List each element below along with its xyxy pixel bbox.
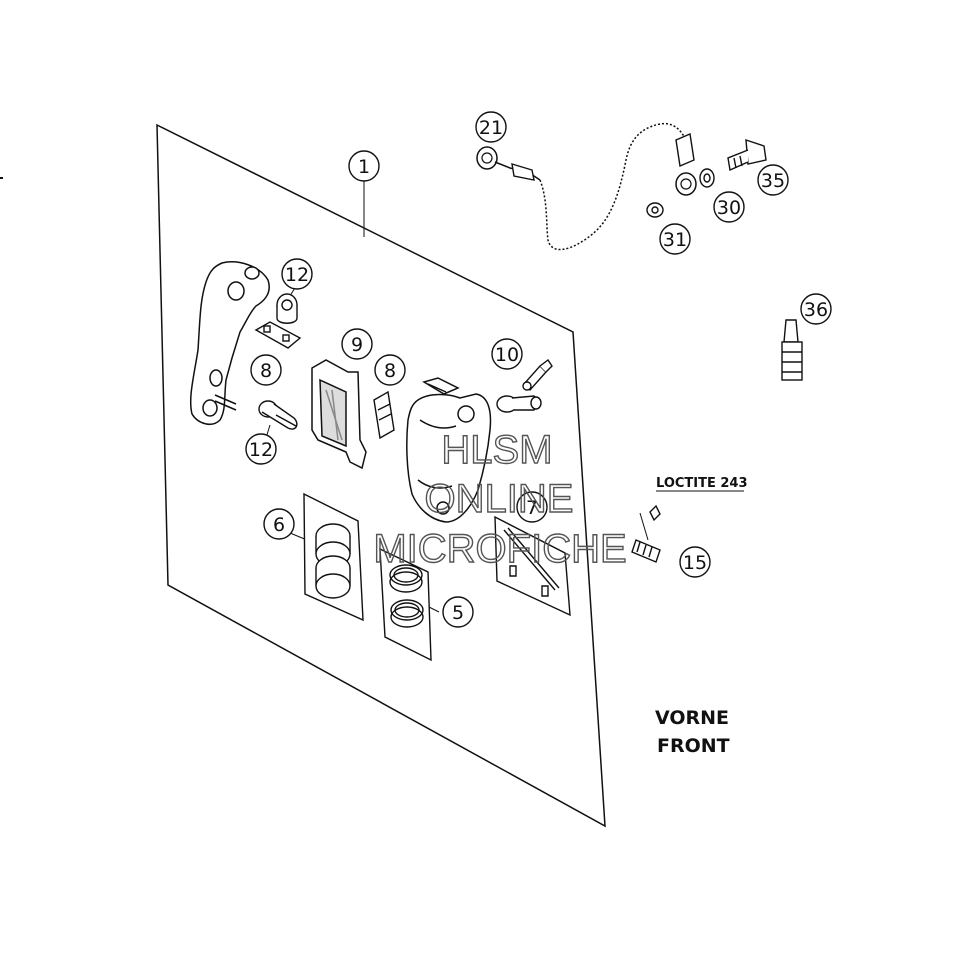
kit-sheet: [156, 123, 606, 828]
seal-kit: [379, 547, 432, 662]
brake-line: [476, 122, 697, 251]
callout-number: 6: [273, 514, 285, 536]
callout-number: 7: [526, 497, 538, 519]
bleeder-valve: [522, 358, 553, 392]
caliper-bracket: [189, 261, 270, 425]
callout-circle: [516, 491, 548, 523]
callout-number: 30: [717, 197, 741, 219]
mounting-bolt: [631, 504, 661, 563]
watermark-line-3: MICROFICHE: [373, 527, 626, 571]
callout-circle: [800, 293, 832, 325]
callout-number: 10: [495, 344, 519, 366]
callout-circle: [250, 354, 282, 386]
callout-circle: [281, 258, 313, 290]
watermark-line-1: HLSM: [441, 428, 552, 472]
pad-retainer: [373, 390, 395, 440]
callout-number: 15: [683, 552, 707, 574]
front-label-de: VORNE: [655, 707, 729, 729]
callout-circle: [659, 223, 691, 255]
callout-circle: [245, 433, 277, 465]
callout-number: 9: [351, 334, 363, 356]
callout-number: 12: [249, 439, 273, 461]
callout-number: 8: [260, 360, 272, 382]
callout-circle: [475, 111, 507, 143]
watermark: HLSM ONLINE MICROFICHE: [373, 427, 628, 571]
callout-circle: [263, 508, 295, 540]
pad-spring-left: [254, 321, 302, 349]
callout-circle: [679, 546, 711, 578]
callout-circle: [757, 164, 789, 196]
guide-bolt: [258, 400, 298, 430]
callout-circle: [348, 150, 380, 182]
callout-number: 12: [285, 264, 309, 286]
callout-number: 5: [452, 602, 464, 624]
grease-tube: [781, 319, 803, 381]
pin-kit: [494, 515, 571, 617]
callout-number: 36: [804, 299, 828, 321]
callout-number: 21: [479, 117, 503, 139]
brake-pad: [311, 359, 367, 470]
callout-circle: [442, 596, 474, 628]
banjo-bolt: [727, 139, 767, 172]
callout-circle: [374, 354, 406, 386]
callout-number: 35: [761, 170, 785, 192]
callout-circle: [341, 328, 373, 360]
callout-circle: [491, 338, 523, 370]
banjo-fitting: [496, 395, 542, 413]
callout-number: 1: [358, 156, 370, 178]
callout-number: 31: [663, 229, 687, 251]
front-label-en: FRONT: [657, 735, 730, 757]
loctite-label: LOCTITE 243: [656, 476, 748, 491]
callout-number: 8: [384, 360, 396, 382]
piston-kit: [303, 492, 364, 622]
washers: [646, 168, 715, 218]
callout-circle: [713, 191, 745, 223]
bushing-top: [276, 293, 298, 324]
watermark-line-2: ONLINE: [425, 477, 574, 521]
caliper-body: [406, 377, 492, 523]
